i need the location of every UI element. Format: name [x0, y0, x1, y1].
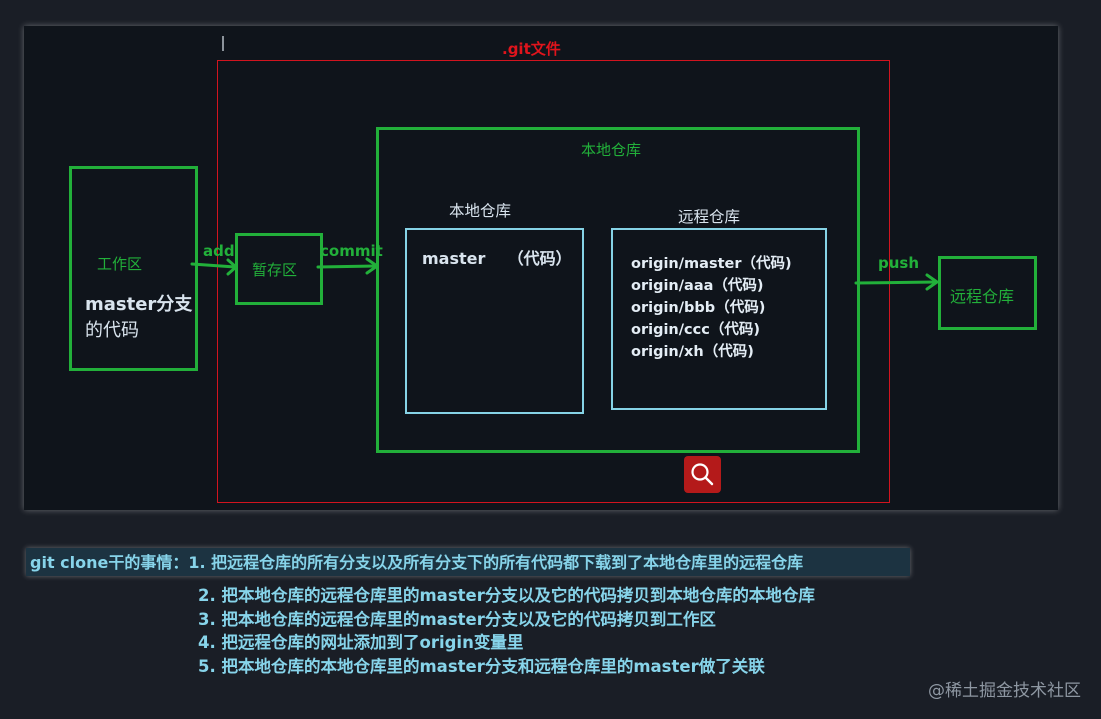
- clone-step: 4. 把远程仓库的网址添加到了origin变量里: [198, 633, 524, 652]
- remote-branch-list: origin/master（代码) origin/aaa（代码) origin/…: [631, 253, 792, 363]
- commit-arrow-label: commit: [320, 242, 383, 260]
- clone-heading: git clone干的事情：1. 把远程仓库的所有分支以及所有分支下的所有代码都…: [30, 553, 804, 572]
- push-arrow-line: [854, 280, 938, 285]
- commit-arrow-head: [365, 257, 379, 275]
- local-repo-outer-title: 本地仓库: [581, 141, 642, 159]
- local-repo-inner-title: 本地仓库: [449, 202, 512, 220]
- stage-area-title: 暂存区: [252, 261, 298, 279]
- remote-branch-item: origin/aaa（代码): [631, 278, 764, 294]
- remote-repo-inner-box: [611, 228, 827, 410]
- local-repo-inner-box: [405, 228, 584, 414]
- work-area-desc-line1: master分支: [85, 294, 193, 315]
- remote-repo-box: [938, 256, 1037, 330]
- search-button[interactable]: [684, 456, 721, 493]
- push-arrow-label: push: [878, 254, 920, 272]
- git-folder-label: .git文件: [502, 40, 561, 58]
- add-arrow-head: [226, 258, 238, 276]
- text-cursor: [222, 36, 224, 51]
- remote-branch-item: origin/xh（代码): [631, 344, 754, 360]
- stage-area-box: [235, 233, 323, 305]
- clone-step: 2. 把本地仓库的远程仓库里的master分支以及它的代码拷贝到本地仓库的本地仓…: [198, 586, 815, 605]
- remote-branch-item: origin/master（代码): [631, 256, 792, 272]
- work-area-desc-line2: 的代码: [85, 320, 139, 341]
- local-master-branch: master （代码）: [422, 249, 572, 268]
- watermark: @稀土掘金技术社区: [928, 681, 1081, 701]
- search-icon: [691, 463, 714, 486]
- add-arrow-label: add: [203, 242, 235, 260]
- remote-branch-item: origin/bbb（代码): [631, 300, 766, 316]
- remote-branch-item: origin/ccc（代码): [631, 322, 760, 338]
- local-repo-outer-box: [376, 127, 860, 453]
- commit-arrow-line: [316, 264, 378, 269]
- work-area-box: [69, 166, 198, 371]
- remote-repo-inner-title: 远程仓库: [678, 208, 741, 226]
- clone-step: 5. 把本地仓库的本地仓库里的master分支和远程仓库里的master做了关联: [198, 656, 765, 676]
- clone-step: 3. 把本地仓库的远程仓库里的master分支以及它的代码拷贝到工作区: [198, 609, 716, 629]
- add-arrow-line: [190, 262, 237, 269]
- clone-steps-list: 2. 把本地仓库的远程仓库里的master分支以及它的代码拷贝到本地仓库的本地仓…: [198, 584, 815, 678]
- push-arrow-head: [925, 273, 939, 291]
- work-area-title: 工作区: [97, 255, 143, 273]
- clone-heading-bar: [26, 548, 910, 576]
- remote-repo-title: 远程仓库: [950, 287, 1015, 306]
